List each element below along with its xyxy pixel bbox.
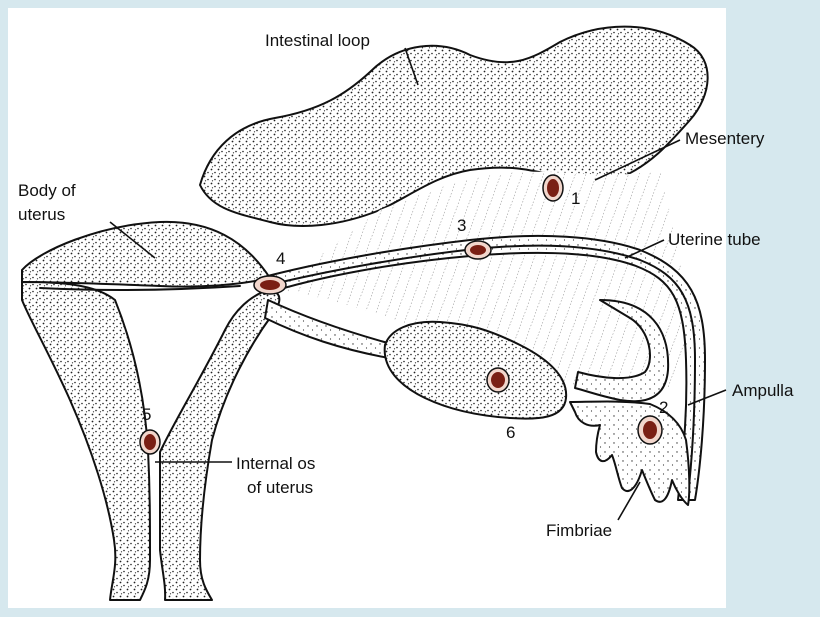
uterine-tube-lumen <box>264 244 696 496</box>
site-number-4: 4 <box>276 249 285 268</box>
site-number-1: 1 <box>571 189 580 208</box>
label-internal-os-line1: Internal os <box>236 454 315 473</box>
leader-fimbriae <box>617 481 641 521</box>
label-body-of-uterus-line2: uterus <box>18 205 65 224</box>
leader-ampulla <box>687 389 727 406</box>
uterus-right-wall <box>159 289 281 601</box>
site-number-2: 2 <box>659 398 668 417</box>
leader-body-of-uterus <box>109 221 156 259</box>
label-fimbriae: Fimbriae <box>546 521 612 540</box>
implantation-site-5 <box>139 429 161 455</box>
label-intestinal-loop: Intestinal loop <box>265 31 370 50</box>
implantation-site-4 <box>253 275 287 295</box>
implantation-site-6 <box>486 367 510 393</box>
uterus-body <box>21 220 271 288</box>
implantation-site-3 <box>464 240 492 260</box>
uterus-left-wall <box>21 281 151 601</box>
label-mesentery: Mesentery <box>685 129 765 148</box>
site-number-3: 3 <box>457 216 466 235</box>
site-number-6: 6 <box>506 423 515 442</box>
implantation-site-1 <box>542 174 564 202</box>
leader-uterine-tube <box>624 239 665 259</box>
fimbriae-shape <box>569 400 691 506</box>
site-number-5: 5 <box>142 405 151 424</box>
ovary-shape <box>383 320 568 420</box>
mesentery-shape <box>280 170 690 393</box>
ampulla-segment <box>574 299 670 403</box>
label-uterine-tube: Uterine tube <box>668 230 761 249</box>
label-ampulla: Ampulla <box>732 381 794 400</box>
label-internal-os-line2: of uterus <box>247 478 313 497</box>
uterine-cavity <box>39 285 241 291</box>
uterine-tube-shape <box>259 234 706 501</box>
leader-mesentery <box>594 139 681 181</box>
label-body-of-uterus-line1: Body of <box>18 181 76 200</box>
leader-intestinal-loop <box>404 47 419 86</box>
implantation-site-2 <box>637 415 663 445</box>
